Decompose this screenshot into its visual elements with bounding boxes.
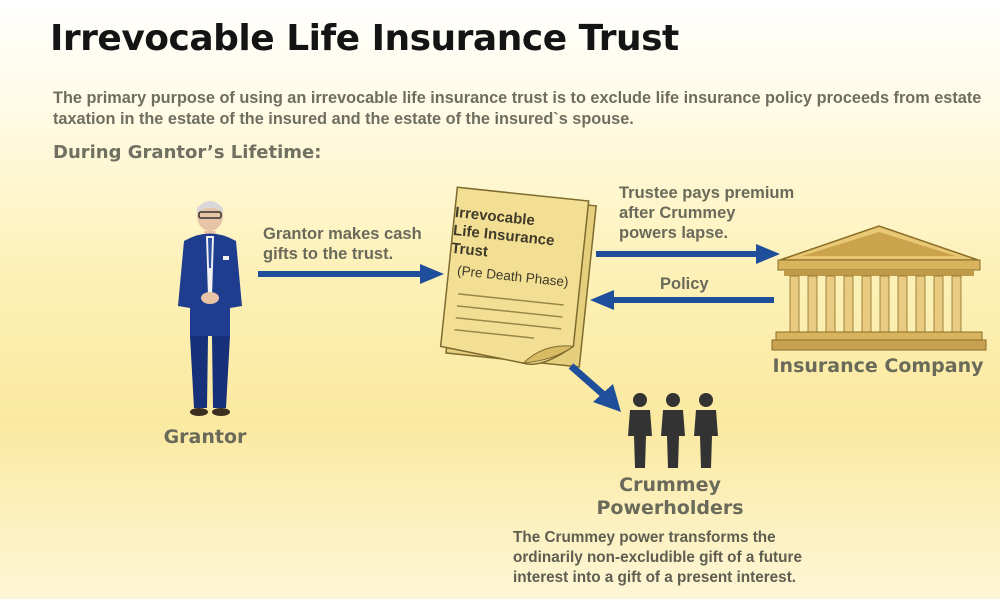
policy-label: Policy <box>660 275 709 293</box>
crummey-note: The Crummey power transforms the ordinar… <box>513 528 853 588</box>
premium-line-2: after Crummey <box>619 204 736 222</box>
crummey-label-line-1: Crummey <box>619 474 721 496</box>
insurance-company-label: Insurance Company <box>772 355 984 377</box>
grantor-label: Grantor <box>163 426 247 448</box>
grantor-figure <box>178 201 242 416</box>
powerholders-people-icon <box>628 393 718 468</box>
policy-arrow <box>590 290 774 310</box>
crummey-arrow <box>568 363 621 412</box>
intro-paragraph: The primary purpose of using an irrevoca… <box>53 89 982 128</box>
crummey-note-line-2: ordinarily non-excludible gift of a futu… <box>513 549 802 566</box>
gift-arrow <box>258 264 444 284</box>
grantor-gift-line-2: gifts to the trust. <box>263 245 394 263</box>
premium-line-1: Trustee pays premium <box>619 184 795 202</box>
grantor-gift-line-1: Grantor makes cash <box>263 225 422 243</box>
crummey-label-line-2: Powerholders <box>596 497 744 519</box>
crummey-note-line-1: The Crummey power transforms the <box>513 529 776 546</box>
premium-arrow <box>596 244 780 264</box>
section-heading: During Grantor’s Lifetime: <box>53 142 322 163</box>
crummey-note-line-3: interest into a gift of a present intere… <box>513 569 797 586</box>
crummey-label: Crummey Powerholders <box>570 474 770 520</box>
grantor-gift-text: Grantor makes cash gifts to the trust. <box>263 224 453 264</box>
page-title: Irrevocable Life Insurance Trust <box>50 18 679 59</box>
insurance-building-icon <box>771 225 987 351</box>
premium-line-3: powers lapse. <box>619 224 729 242</box>
trust-document-icon <box>439 186 598 368</box>
premium-text: Trustee pays premium after Crummey power… <box>619 183 829 243</box>
